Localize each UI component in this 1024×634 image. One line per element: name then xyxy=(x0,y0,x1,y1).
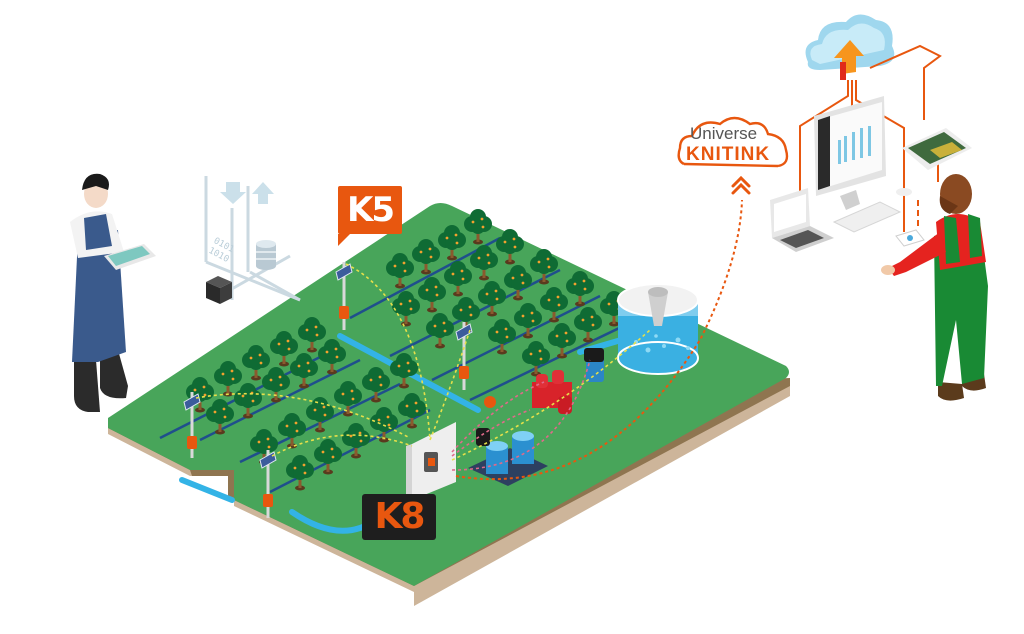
keyboard xyxy=(832,201,902,233)
sensor-node-icon xyxy=(263,494,273,507)
sensor-node-icon xyxy=(339,306,349,319)
tree xyxy=(214,361,242,397)
k8-controller-panel xyxy=(406,422,456,500)
tree xyxy=(464,209,492,245)
sensor-pole xyxy=(335,262,353,330)
sensor-node-icon xyxy=(459,366,469,379)
tree xyxy=(334,381,362,417)
tree xyxy=(540,287,568,323)
arrow-down-icon xyxy=(220,182,246,204)
wireless-signals xyxy=(195,199,743,481)
tree xyxy=(412,239,440,275)
tree xyxy=(386,253,414,289)
k5-label: K5 xyxy=(338,186,402,246)
logo-knitink-text: KNITINK xyxy=(686,144,771,165)
solar-panel-icon xyxy=(335,263,353,281)
tree xyxy=(496,229,524,265)
solar-panel-icon xyxy=(455,323,473,341)
cloud-upload-icon xyxy=(805,14,895,80)
tree xyxy=(514,303,542,339)
orchard-trees xyxy=(186,209,628,491)
tree xyxy=(270,331,298,367)
tree xyxy=(298,317,326,353)
tree xyxy=(488,319,516,355)
tree xyxy=(314,439,342,475)
tree xyxy=(290,353,318,389)
logo-cloud-outline xyxy=(677,116,789,168)
tablet-right xyxy=(902,128,972,170)
tree xyxy=(392,291,420,327)
universe-knitink-logo: Universe KNITINK xyxy=(676,116,794,176)
tree xyxy=(318,339,346,375)
tree xyxy=(444,261,472,297)
mouse xyxy=(896,188,912,196)
tree xyxy=(390,353,418,389)
arrow-up-icon xyxy=(252,182,274,204)
database-icon xyxy=(256,240,276,270)
tree xyxy=(452,297,480,333)
tree xyxy=(418,277,446,313)
tree xyxy=(398,393,426,429)
tree xyxy=(530,249,558,285)
double-chevron-up-icon xyxy=(731,175,751,195)
server-cube-icon xyxy=(206,276,232,304)
logo-universe-text: Universe xyxy=(690,124,758,143)
farmer-right xyxy=(881,174,988,401)
filter-station xyxy=(468,348,604,486)
tree xyxy=(306,397,334,433)
tree xyxy=(250,429,278,465)
farmer-left xyxy=(70,173,156,412)
tree xyxy=(426,313,454,349)
sensor-node-icon xyxy=(187,436,197,449)
tree xyxy=(470,245,498,281)
tree xyxy=(278,413,306,449)
tree xyxy=(566,271,594,307)
k8-label: K8 xyxy=(362,494,436,540)
tree xyxy=(370,407,398,443)
tree xyxy=(574,307,602,343)
tree xyxy=(504,265,532,301)
tree xyxy=(548,323,576,359)
tree xyxy=(262,367,290,403)
laptop xyxy=(770,188,834,252)
water-tank xyxy=(617,283,699,375)
tree xyxy=(362,367,390,403)
tree xyxy=(286,455,314,491)
desktop-monitor xyxy=(814,96,886,210)
sensor-pole xyxy=(455,322,473,390)
tree xyxy=(478,281,506,317)
tree xyxy=(206,399,234,435)
tree xyxy=(438,225,466,261)
tree xyxy=(242,345,270,381)
